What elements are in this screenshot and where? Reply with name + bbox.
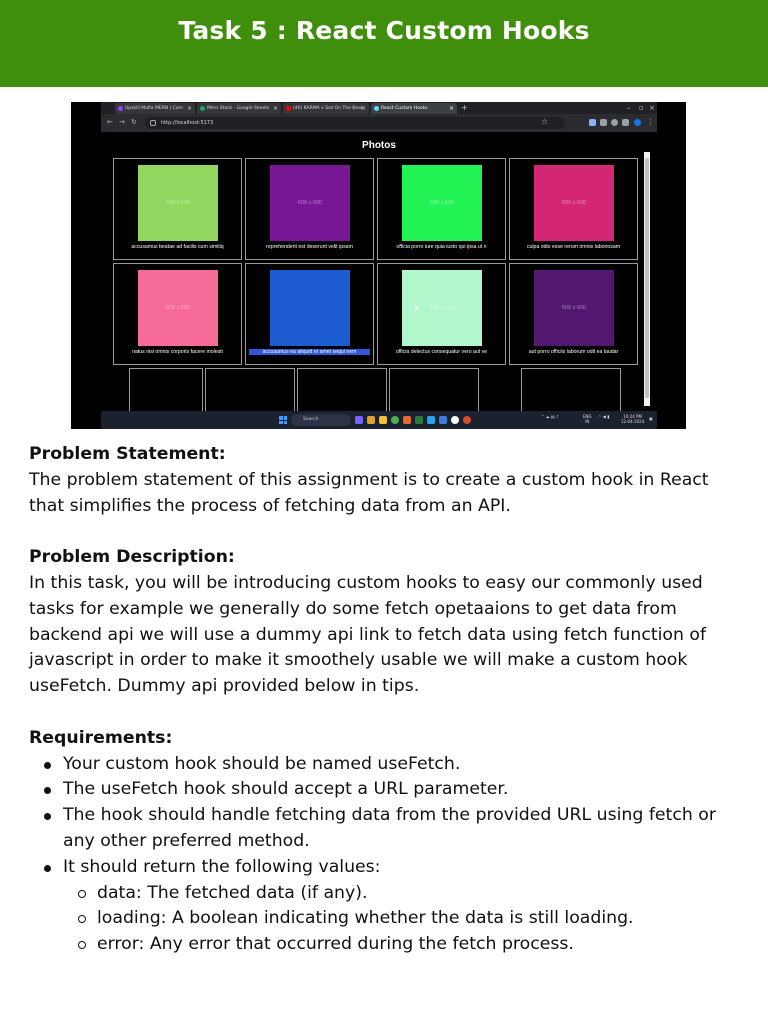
system-tray-icons[interactable]: ◠ ◀ ▮ (598, 414, 610, 419)
minimize-icon[interactable]: – (627, 104, 631, 112)
requirements-heading: Requirements: (29, 727, 173, 748)
close-icon[interactable]: × (360, 105, 366, 112)
photo-card[interactable]: 600 x 600 culpa odio esse rerum omnis la… (509, 158, 638, 260)
photo-card[interactable]: 600 x 600 natus nisi omnis corporis face… (113, 263, 242, 365)
app-icon[interactable] (403, 416, 411, 424)
browser-toolbar: ← → ↻ http://localhost:5173 ☆ ⋮ (101, 114, 657, 132)
photo-caption: natus nisi omnis corporis facere molesti (132, 349, 223, 355)
close-window-icon[interactable]: × (649, 104, 655, 112)
photo-thumbnail (270, 270, 350, 346)
photo-thumbnail: 600 x 600 (402, 165, 482, 241)
photos-heading: Photos (362, 140, 396, 151)
app-icon[interactable] (463, 416, 471, 424)
photo-thumbnail: 600 x 600 (270, 165, 350, 241)
photos-page: Photos 600 x 600 accusamus beatae ad fac… (101, 132, 657, 428)
list-item: loading: A boolean indicating whether th… (63, 906, 741, 932)
notification-icon[interactable]: ▣ (649, 416, 653, 421)
tab-favicon-icon (200, 106, 205, 111)
extension-icon[interactable] (611, 119, 618, 126)
list-item: Your custom hook should be named useFetc… (29, 752, 741, 778)
extension-icon[interactable] (589, 119, 596, 126)
browser-tab-1[interactable]: Upskill Mafia MERN | Com × (115, 103, 195, 114)
page-title: Task 5 : React Custom Hooks (178, 16, 590, 45)
problem-description-body: In this task, you will be introducing cu… (29, 572, 707, 697)
photo-card-partial[interactable] (129, 368, 203, 428)
return-values-list: data: The fetched data (if any). loading… (63, 881, 741, 958)
menu-kebab-icon[interactable]: ⋮ (647, 118, 654, 126)
photo-card-partial[interactable] (297, 368, 387, 428)
photo-caption-selected: accusamus ea aliquid et amet sequi nem (249, 349, 370, 355)
chrome-icon[interactable] (391, 416, 399, 424)
problem-statement-heading: Problem Statement: (29, 444, 226, 464)
page-scrollbar[interactable] (644, 152, 650, 406)
app-icon[interactable] (355, 416, 363, 424)
browser-tab-2[interactable]: Mern Stack - Google Sheets × (197, 103, 281, 114)
scrollbar-thumb[interactable] (645, 158, 649, 398)
back-icon[interactable]: ← (107, 118, 113, 126)
tab-favicon-icon (374, 106, 379, 111)
photo-caption: reprehenderit est deserunt velit ipsam (266, 244, 353, 250)
requirements-list: Your custom hook should be named useFetc… (29, 752, 741, 958)
photo-caption: culpa odio esse rerum omnis laboriosam (526, 244, 621, 250)
close-icon[interactable]: × (186, 105, 192, 112)
photo-caption: aut porro officiis laborum odit ea lauda… (528, 349, 619, 355)
close-icon[interactable]: × (448, 105, 454, 112)
reload-icon[interactable]: ↻ (131, 118, 137, 126)
assignment-text: Problem Statement: The problem statement… (29, 442, 741, 958)
photo-caption: accusamus beatae ad facilis cum similiq (131, 244, 224, 250)
new-tab-icon[interactable]: + (461, 103, 468, 112)
list-item: data: The fetched data (if any). (63, 881, 741, 907)
forward-icon[interactable]: → (119, 118, 125, 126)
photo-card[interactable]: 600 x 600 reprehenderit est deserunt vel… (245, 158, 374, 260)
bookmark-star-icon[interactable]: ☆ (541, 117, 549, 126)
problem-description-heading: Problem Description: (29, 547, 235, 568)
photo-card[interactable]: 600 x 600 accusamus beatae ad facilis cu… (113, 158, 242, 260)
photo-thumbnail: 600 x 600 (402, 270, 482, 346)
file-explorer-icon[interactable] (379, 416, 387, 424)
photo-card-partial[interactable] (389, 368, 479, 428)
list-item: It should return the following values: d… (29, 855, 741, 958)
photo-thumbnail: 600 x 600 (138, 270, 218, 346)
site-info-icon[interactable] (150, 120, 156, 126)
photo-card[interactable]: accusamus ea aliquid et amet sequi nem (245, 263, 374, 365)
browser-tab-3[interactable]: (40) KARMA x Sez On The Beat × (283, 103, 369, 114)
list-item: The hook should handle fetching data fro… (29, 803, 741, 855)
photo-thumbnail: 600 x 600 (534, 165, 614, 241)
app-icon[interactable] (367, 416, 375, 424)
windows-start-icon[interactable] (279, 416, 287, 424)
photo-thumbnail: 600 x 600 (534, 270, 614, 346)
list-item: error: Any error that occurred during th… (63, 932, 741, 958)
close-icon[interactable]: × (272, 105, 278, 112)
app-screenshot: Upskill Mafia MERN | Com × Mern Stack - … (71, 102, 686, 429)
taskbar-search[interactable]: Search (291, 414, 351, 426)
problem-statement-body: The problem statement of this assignment… (29, 469, 709, 516)
list-item: The useFetch hook should accept a URL pa… (29, 777, 741, 803)
profile-avatar-icon[interactable] (634, 119, 641, 126)
header-banner: Task 5 : React Custom Hooks (0, 0, 768, 87)
extension-icon[interactable] (600, 119, 607, 126)
photo-card[interactable]: 600 x 600 aut porro officiis laborum odi… (509, 263, 638, 365)
photo-card[interactable]: 600 x 600 officia delectus consequatur v… (377, 263, 506, 365)
app-icon[interactable] (451, 416, 459, 424)
photo-card[interactable]: 600 x 600 officia porro iure quia iusto … (377, 158, 506, 260)
wifi-icon[interactable]: ⌃ ☁ ▤ ♪ (541, 414, 559, 419)
browser-tab-active[interactable]: React Custom Hooks × (371, 103, 457, 114)
tab-favicon-icon (286, 106, 291, 111)
address-bar[interactable]: http://localhost:5173 (145, 117, 565, 129)
photo-caption: officia porro iure quia iusto qui ipsa u… (396, 244, 487, 250)
photo-card-partial[interactable] (205, 368, 295, 428)
photo-caption: officia delectus consequatur vero aut ve (395, 349, 488, 355)
photo-card-partial[interactable] (521, 368, 621, 428)
maximize-icon[interactable]: ▫ (639, 104, 644, 112)
app-icon[interactable] (439, 416, 447, 424)
vscode-icon[interactable] (427, 416, 435, 424)
extensions-puzzle-icon[interactable] (622, 119, 629, 126)
tab-favicon-icon (118, 106, 123, 111)
browser-tab-bar: Upskill Mafia MERN | Com × Mern Stack - … (101, 102, 657, 114)
photo-thumbnail: 600 x 600 (138, 165, 218, 241)
app-icon[interactable] (415, 416, 423, 424)
